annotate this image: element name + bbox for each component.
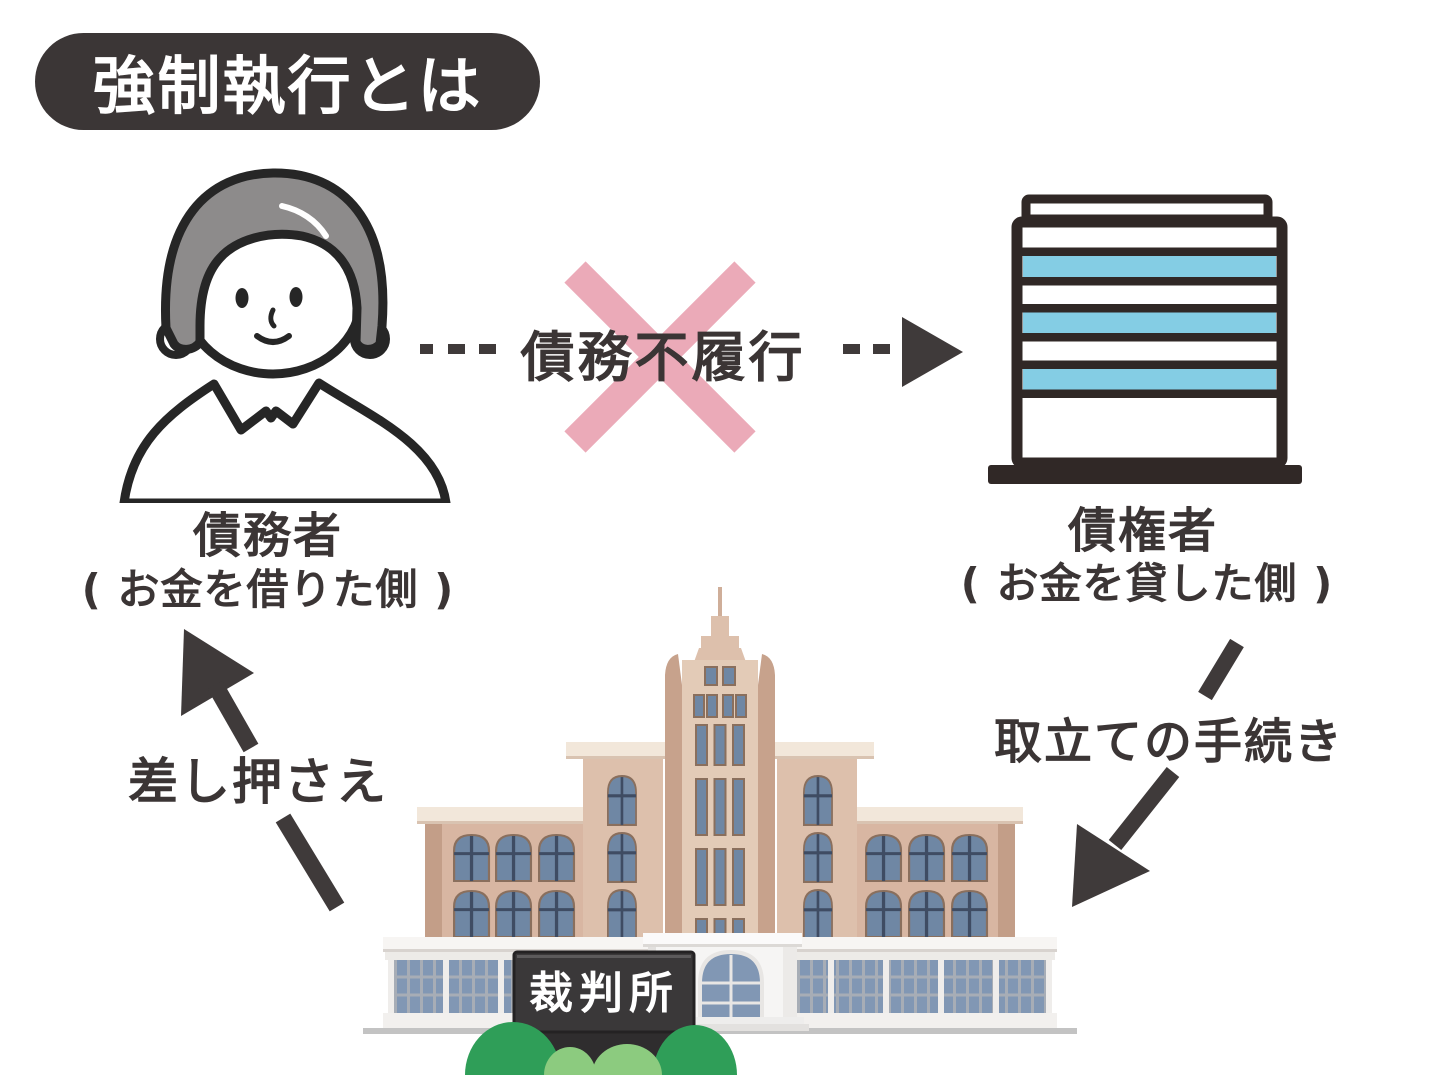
creditor-role-label: ( お金を貸した側 ) [960, 558, 1334, 608]
dashed-line-left [420, 344, 496, 354]
hair-highlight [279, 203, 329, 239]
title-badge: 強制執行とは [35, 33, 540, 130]
debtor-person-icon [119, 168, 451, 503]
arrow-right-icon [902, 317, 963, 387]
creditor-name-label: 債権者 [1067, 503, 1218, 559]
building-base [988, 465, 1302, 484]
courthouse-sign-text: 裁判所 [529, 968, 679, 1019]
collection-label: 取立ての手続き [993, 714, 1344, 770]
dashed-line-right [843, 344, 890, 354]
broken-promise-cross-icon [564, 261, 756, 453]
page-title: 強制執行とは [92, 50, 483, 123]
default-relation-graphic [420, 261, 963, 453]
courthouse-icon: 裁判所 [363, 587, 1077, 1075]
debtor-role-label: ( お金を借りた側 ) [81, 564, 455, 614]
creditor-building-icon [988, 194, 1302, 484]
collection-arrow-icon [1072, 638, 1244, 907]
seizure-label: 差し押さえ [128, 753, 388, 811]
bushes [465, 1022, 737, 1075]
default-relation-label: 債務不履行 [520, 325, 806, 389]
debtor-name-label: 債務者 [192, 508, 343, 564]
seizure-arrow-icon [181, 629, 345, 912]
